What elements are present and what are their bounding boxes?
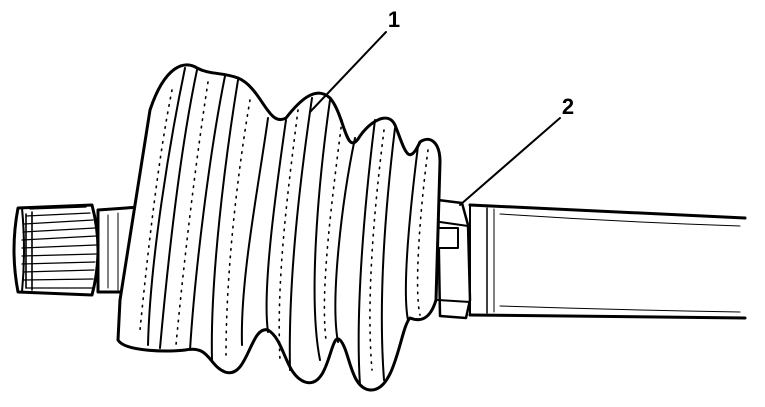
boot-clamp bbox=[435, 198, 472, 320]
protective-boot bbox=[116, 63, 442, 392]
callout-leader-1 bbox=[309, 31, 387, 113]
splined-shaft-end bbox=[12, 203, 100, 297]
callout-label-1: 1 bbox=[388, 7, 400, 32]
drive-shaft bbox=[468, 203, 747, 320]
callout-leader-2 bbox=[459, 117, 561, 206]
callout-leaders bbox=[309, 31, 561, 206]
callout-label-2: 2 bbox=[562, 94, 574, 119]
